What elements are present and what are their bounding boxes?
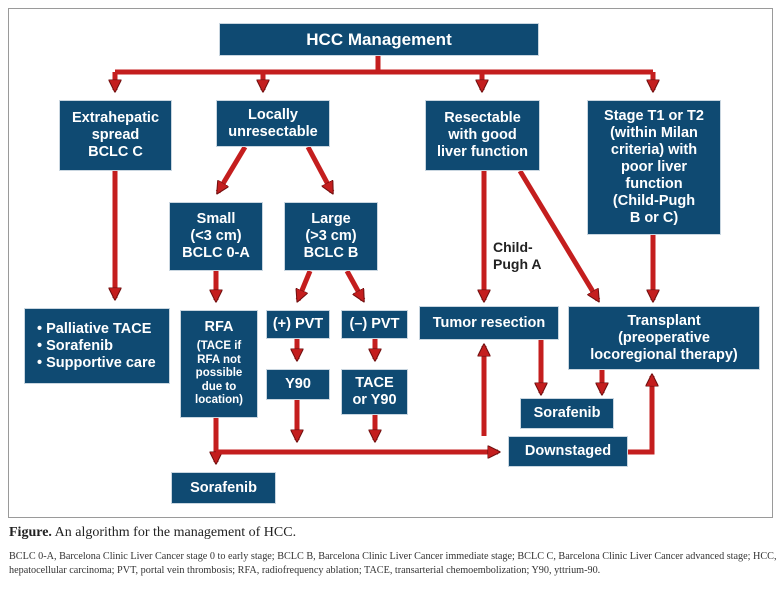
child-pugh-line-1: Child-	[493, 239, 533, 255]
downstaged-box: Downstaged	[508, 436, 628, 467]
hcc-management-box: HCC Management	[219, 23, 539, 56]
stage-line-5: function	[625, 176, 683, 192]
stage-line-2: (within Milan	[610, 125, 698, 141]
rfa-note-2: RFA not	[197, 353, 241, 366]
rfa-box: RFA (TACE if RFA not possible due to loc…	[180, 310, 258, 418]
arrow-locally-to-small	[215, 145, 248, 192]
child-pugh-line-2: Pugh A	[493, 256, 542, 272]
small-box: Small (<3 cm) BCLC 0-A	[169, 202, 263, 271]
rfa-note-4: due to	[201, 380, 237, 393]
palliative-item-1: • Palliative TACE	[37, 320, 152, 337]
tace-line-1: TACE	[355, 375, 394, 391]
large-box: Large (>3 cm) BCLC B	[284, 202, 378, 271]
arrow-locally-to-large	[305, 145, 335, 192]
pvt-negative-box: (–) PVT	[341, 310, 408, 339]
palliative-box: • Palliative TACE • Sorafenib • Supporti…	[24, 308, 170, 384]
extrahepatic-line-2: spread	[91, 127, 140, 143]
stage-line-7: B or C)	[629, 210, 679, 226]
pvt-negative-label: (–) PVT	[349, 316, 400, 332]
transplant-line-2: (preoperative	[618, 329, 710, 346]
arrow-large-left-pvt	[298, 270, 313, 300]
rfa-note-3: possible	[195, 367, 243, 379]
sorafenib-mid-box: Sorafenib	[520, 398, 614, 429]
locally-unresectable-box: Locally unresectable	[216, 100, 330, 147]
arrow-large-right-pvt	[344, 269, 366, 300]
stage-line-1: Stage T1 or T2	[604, 108, 704, 124]
child-pugh-label: Child- Pugh A	[493, 239, 541, 273]
resectable-line-2: with good	[448, 127, 517, 143]
abbreviations-footnote: BCLC 0-A, Barcelona Clinic Liver Cancer …	[9, 551, 777, 576]
tace-line-2: or Y90	[352, 392, 397, 408]
pvt-positive-box: (+) PVT	[266, 310, 330, 339]
sorafenib-bottom-label: Sorafenib	[190, 479, 257, 496]
extrahepatic-line-1: Extrahepatic	[71, 110, 160, 126]
stage-t1-t2-box: Stage T1 or T2 (within Milan criteria) w…	[587, 100, 721, 235]
palliative-item-3: • Supportive care	[37, 354, 156, 371]
locally-line-2: unresectable	[228, 123, 318, 140]
transplant-line-3: locoregional therapy)	[590, 346, 738, 363]
resectable-box: Resectable with good liver function	[425, 100, 540, 171]
arrow-downstaged-to-transplant	[628, 376, 652, 455]
stage-line-3: criteria) with	[610, 142, 698, 158]
figure-frame	[8, 8, 773, 518]
large-line-2: (>3 cm)	[305, 228, 357, 244]
resectable-line-3: liver function	[436, 144, 529, 160]
transplant-line-1: Transplant	[627, 312, 701, 329]
locally-line-1: Locally	[248, 106, 298, 123]
caption-label: Figure.	[9, 525, 52, 540]
pvt-positive-label: (+) PVT	[272, 316, 324, 332]
small-line-2: (<3 cm)	[190, 228, 242, 244]
figure-caption: Figure. An algorithm for the management …	[9, 525, 296, 541]
hcc-management-title: HCC Management	[306, 30, 452, 49]
stage-line-6: (Child-Pugh	[612, 193, 696, 209]
y90-box: Y90	[266, 369, 330, 400]
stage-line-4: poor liver	[620, 159, 688, 175]
downstaged-label: Downstaged	[524, 443, 612, 459]
large-line-1: Large	[311, 211, 351, 227]
sorafenib-mid-label: Sorafenib	[533, 405, 601, 421]
resectable-line-1: Resectable	[444, 110, 521, 126]
extrahepatic-box: Extrahepatic spread BCLC C	[59, 100, 172, 171]
large-line-3: BCLC B	[303, 245, 359, 261]
arrow-resectable-to-transplant	[517, 169, 601, 300]
caption-text: An algorithm for the management of HCC.	[51, 525, 297, 540]
palliative-item-2: • Sorafenib	[37, 337, 113, 354]
tumor-resection-label: Tumor resection	[432, 314, 546, 331]
rfa-note-1: (TACE if	[196, 340, 242, 352]
tace-or-y90-box: TACE or Y90	[341, 369, 408, 415]
small-line-1: Small	[196, 211, 236, 227]
sorafenib-bottom-box: Sorafenib	[171, 472, 276, 504]
rfa-title: RFA	[204, 319, 234, 335]
extrahepatic-line-3: BCLC C	[88, 144, 143, 160]
rfa-note-5: location)	[195, 394, 243, 406]
transplant-box: Transplant (preoperative locoregional th…	[568, 306, 760, 370]
small-line-3: BCLC 0-A	[182, 245, 250, 261]
y90-label: Y90	[285, 376, 311, 392]
tumor-resection-box: Tumor resection	[419, 306, 559, 340]
